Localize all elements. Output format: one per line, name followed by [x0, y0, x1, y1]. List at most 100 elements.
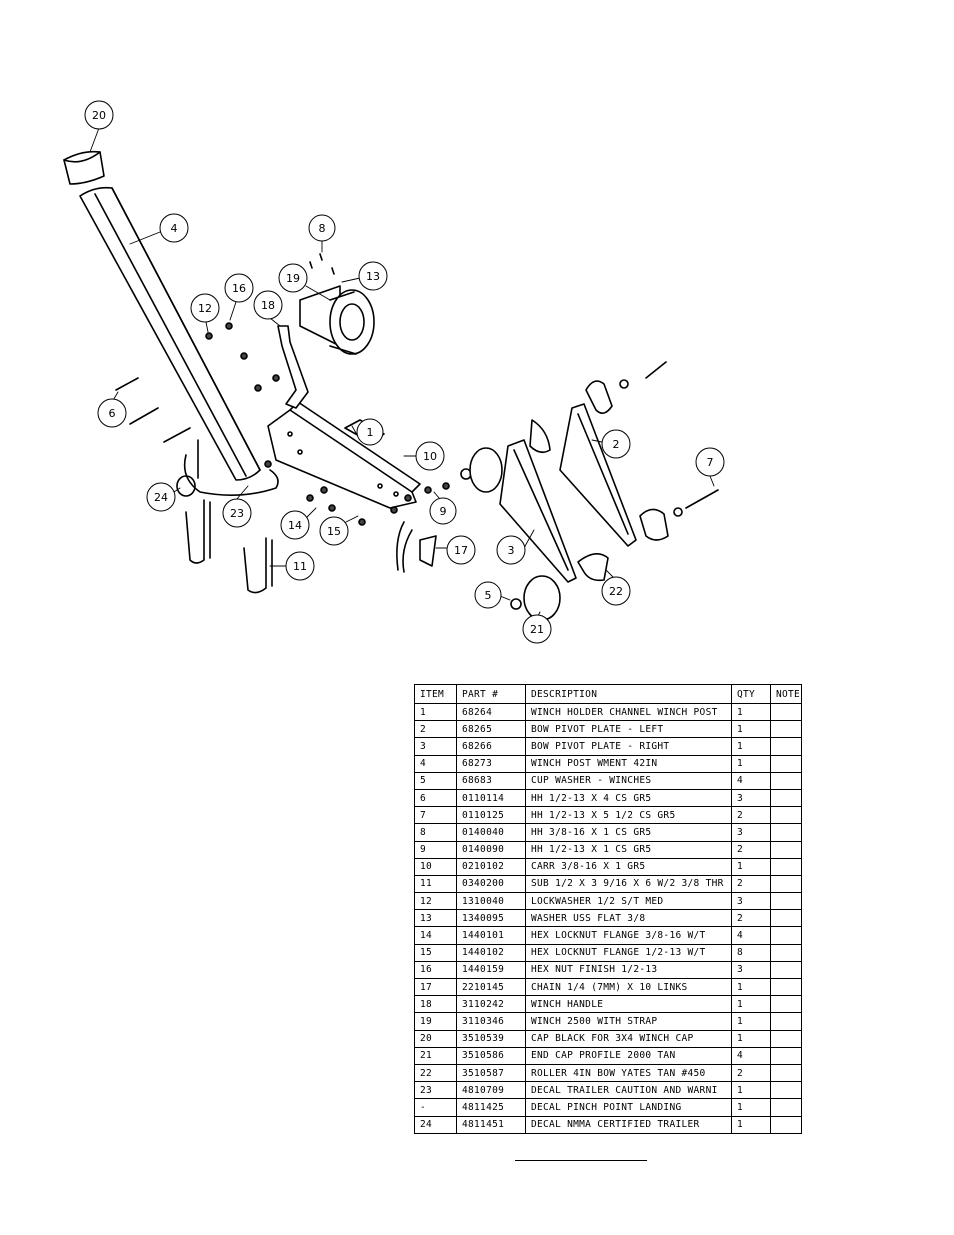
cell-qty: 4	[731, 771, 771, 790]
svg-text:21: 21	[530, 623, 544, 636]
cell-note	[770, 823, 802, 842]
cell-item: 16	[414, 960, 457, 980]
cell-description: DECAL PINCH POINT LANDING	[525, 1098, 732, 1117]
header-item: ITEM	[414, 684, 457, 704]
cell-note	[770, 909, 802, 928]
cell-note	[770, 702, 802, 722]
cell-item: 6	[414, 788, 457, 808]
cell-description: WASHER USS FLAT 3/8	[525, 909, 732, 928]
winch-handle-drawing	[277, 325, 309, 409]
cell-part-number: 0140090	[456, 840, 526, 859]
cell-part-number: 68273	[456, 754, 526, 773]
cell-qty: 3	[731, 823, 771, 842]
cell-item: 1	[414, 702, 457, 722]
cell-qty: 2	[731, 1063, 771, 1083]
header-qty: QTY	[731, 684, 771, 704]
cell-item: 22	[414, 1063, 457, 1083]
callout-14: 14	[280, 510, 310, 540]
svg-text:14: 14	[288, 519, 302, 532]
rollers-drawing	[469, 380, 669, 621]
callout-5: 5	[474, 581, 502, 609]
cell-item: 13	[414, 909, 457, 928]
cell-note	[770, 1063, 802, 1083]
cell-item: 21	[414, 1046, 457, 1065]
cell-description: HH 3/8-16 X 1 CS GR5	[525, 823, 732, 842]
header-note: NOTE	[770, 684, 802, 704]
callout-7: 7	[695, 447, 725, 477]
cell-qty: 1	[731, 1098, 771, 1117]
cell-description: WINCH 2500 WITH STRAP	[525, 1012, 732, 1031]
cell-part-number: 0210102	[456, 857, 526, 876]
callout-21: 21	[522, 614, 552, 644]
cell-item: 3	[414, 737, 457, 756]
svg-text:23: 23	[230, 507, 244, 520]
cell-qty: 1	[731, 737, 771, 756]
cell-item: 9	[414, 840, 457, 859]
svg-text:11: 11	[293, 560, 307, 573]
cell-qty: 1	[731, 1115, 771, 1134]
cell-description: LOCKWASHER 1/2 S/T MED	[525, 892, 732, 911]
callout-18: 18	[253, 290, 283, 320]
cell-description: BOW PIVOT PLATE - RIGHT	[525, 737, 732, 756]
cell-note	[770, 771, 802, 790]
callout-22: 22	[601, 576, 631, 606]
cell-item: 4	[414, 754, 457, 773]
callout-3: 3	[496, 535, 526, 565]
cell-part-number: 3510587	[456, 1063, 526, 1083]
svg-text:24: 24	[154, 491, 168, 504]
callout-1: 1	[356, 418, 384, 446]
svg-text:1: 1	[367, 426, 374, 439]
callout-2: 2	[601, 429, 631, 459]
cell-description: HH 1/2-13 X 1 CS GR5	[525, 840, 732, 859]
cell-note	[770, 720, 802, 739]
callout-17: 17	[446, 535, 476, 565]
cell-qty: 1	[731, 995, 771, 1014]
svg-text:20: 20	[92, 109, 106, 122]
cell-part-number: 3510586	[456, 1046, 526, 1065]
winch-holder-channel-drawing	[267, 401, 421, 509]
cell-part-number: 3510539	[456, 1029, 526, 1048]
cell-item: 2	[414, 720, 457, 739]
exploded-parts-diagram: 20 4 8 19 13 16 12 18 6 1 10 24 23 14 15…	[63, 100, 725, 644]
cell-qty: 1	[731, 702, 771, 722]
callout-20: 20	[84, 100, 114, 130]
callout-23: 23	[222, 498, 252, 528]
svg-text:15: 15	[327, 525, 341, 538]
cell-item: 20	[414, 1029, 457, 1048]
cell-note	[770, 840, 802, 859]
winch-drawing	[299, 285, 375, 355]
cell-qty: 3	[731, 960, 771, 980]
cell-note	[770, 1029, 802, 1048]
cell-item: 11	[414, 874, 457, 894]
cell-note	[770, 943, 802, 962]
cell-qty: 4	[731, 1046, 771, 1065]
svg-text:4: 4	[171, 222, 178, 235]
callout-4: 4	[159, 213, 189, 243]
cell-description: CAP BLACK FOR 3X4 WINCH CAP	[525, 1029, 732, 1048]
cell-note	[770, 960, 802, 980]
cell-part-number: 68265	[456, 720, 526, 739]
cell-note	[770, 806, 802, 825]
svg-text:18: 18	[261, 299, 275, 312]
cell-item: 8	[414, 823, 457, 842]
cell-qty: 2	[731, 874, 771, 894]
cell-note	[770, 754, 802, 773]
cell-description: HEX LOCKNUT FLANGE 3/8-16 W/T	[525, 926, 732, 945]
cell-qty: 2	[731, 840, 771, 859]
cell-qty: 3	[731, 788, 771, 808]
cell-qty: 1	[731, 1029, 771, 1048]
nuts-drawing	[205, 322, 683, 610]
cell-item: 23	[414, 1081, 457, 1100]
svg-text:17: 17	[454, 544, 468, 557]
